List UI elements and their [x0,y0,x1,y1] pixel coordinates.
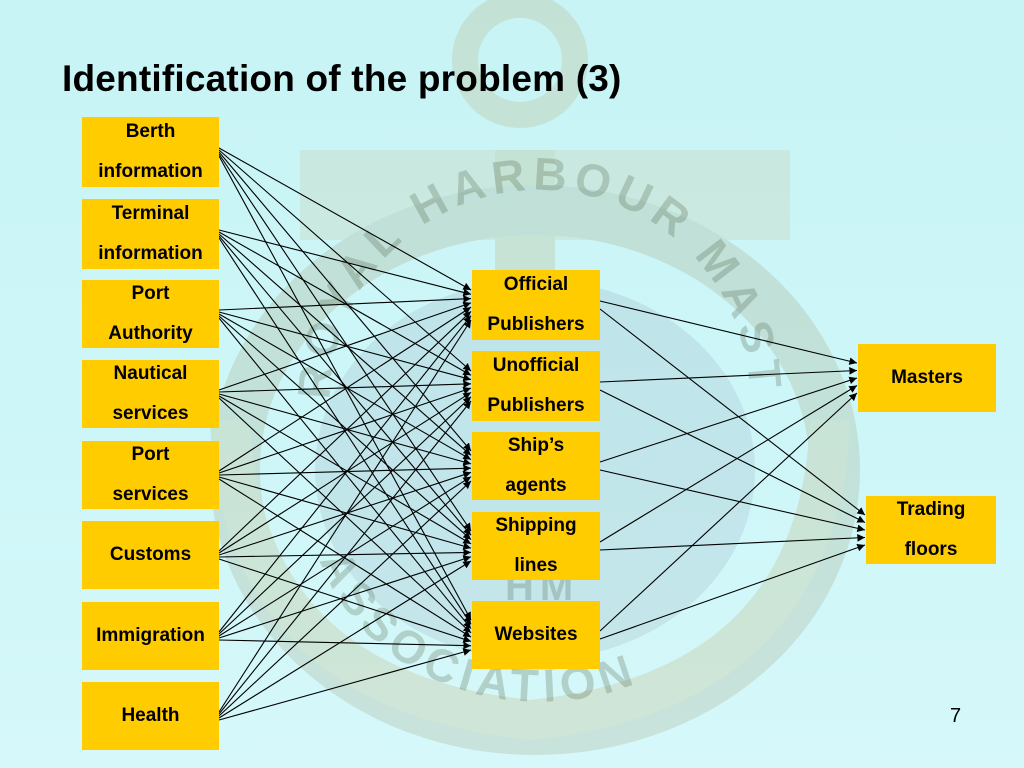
intermediary-to-recipient-arrow [599,366,858,383]
source-to-intermediary-arrow [218,151,472,452]
source-to-intermediary-arrow [218,391,472,554]
intermediary-to-recipient-arrow [599,469,866,533]
source-to-intermediary-arrow [218,393,472,466]
source-to-intermediary-arrow [218,639,472,650]
slide-title: Identification of the problem (3) [62,58,622,99]
source-box-customs: Customs [82,521,219,589]
source-to-intermediary-arrow [218,548,472,558]
page-number: 7 [950,705,962,727]
intermediary-to-recipient-arrow [599,389,866,523]
source-to-intermediary-arrow [218,555,472,639]
source-to-intermediary-arrow [218,476,472,637]
source-to-intermediary-arrow [218,306,472,472]
intermediary-to-recipient-arrow [599,308,866,516]
source-to-intermediary-arrow [218,558,472,643]
source-to-intermediary-arrow [218,560,472,719]
source-to-intermediary-arrow [218,480,472,717]
source-to-intermediary-arrow [218,235,472,536]
intermediary-to-recipient-arrow [599,543,866,640]
intermediary-to-recipient-arrow [599,376,858,463]
source-to-intermediary-arrow [218,295,472,311]
source-to-intermediary-arrow [218,400,472,715]
source-to-intermediary-arrow [218,395,472,545]
intermediary-to-recipient-arrow [599,300,858,365]
source-to-intermediary-arrow [218,153,472,532]
source-to-intermediary-arrow [218,311,472,382]
intermediary-box-websites: Websites [472,601,600,669]
source-to-intermediary-arrow [218,233,472,456]
source-to-intermediary-arrow [218,315,472,540]
source-to-intermediary-arrow [218,229,472,297]
intermediary-to-recipient-arrow [599,385,858,543]
source-to-intermediary-arrow [218,313,472,461]
source-to-intermediary-arrow [218,471,472,556]
source-to-intermediary-arrow [218,319,472,713]
source-to-intermediary-arrow [218,311,472,552]
source-to-intermediary-arrow [218,149,472,372]
source-to-intermediary-arrow [218,464,472,476]
source-to-intermediary-arrow [218,315,472,633]
source-to-intermediary-arrow [218,301,472,391]
source-to-intermediary-arrow [218,231,472,376]
intermediary-to-recipient-arrow [599,392,858,632]
source-box-health: Health [82,682,219,750]
source-to-intermediary-arrow [218,147,472,291]
recipient-box-masters: Masters [858,344,996,412]
source-to-intermediary-arrow [218,476,472,550]
source-to-intermediary-arrow [218,648,472,721]
source-box-immigration: Immigration [82,602,219,670]
intermediary-to-recipient-arrow [599,534,866,551]
